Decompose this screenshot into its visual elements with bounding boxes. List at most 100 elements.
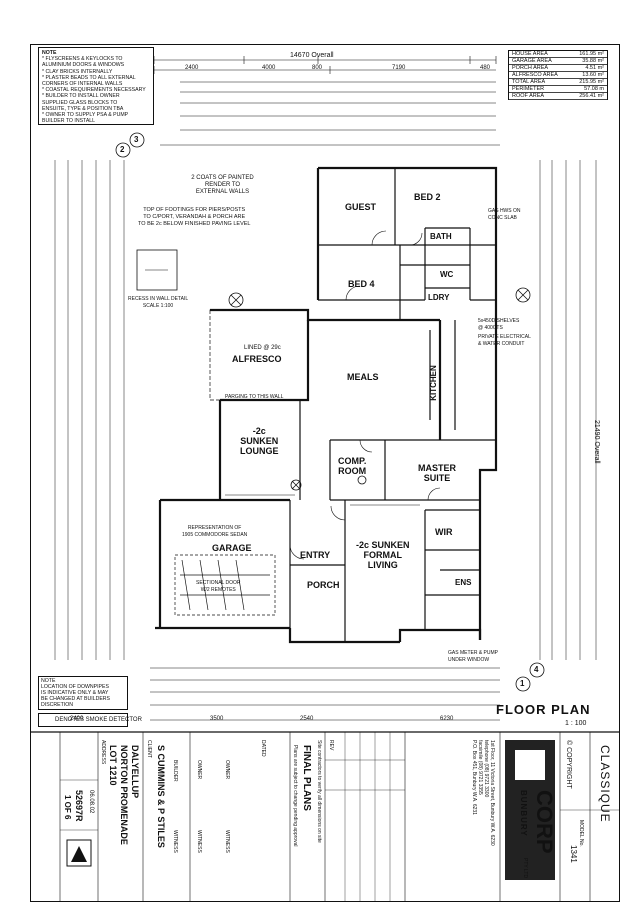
render-note-text: 2 COATS OF PAINTED RENDER TO EXTERNAL WA… <box>191 175 254 195</box>
tb-company-city: BUNBURY <box>519 790 528 837</box>
room-lounge: -2c SUNKEN LOUNGE <box>240 426 279 456</box>
recess-note: RECESS IN WALL DETAIL SCALE 1:100 <box>128 296 189 309</box>
tb-plans-note: Plans are subject to change pending appr… <box>292 745 298 847</box>
note-item: ENSUITE, TYPE & POSITION TBA <box>42 105 124 112</box>
sectional-door-note: SECTIONAL DOOR W/2 REMOTES <box>196 580 241 593</box>
tb-model: CLASSIQUE <box>598 745 612 823</box>
bottom-dim-value: 2540 <box>300 716 314 722</box>
area-value: 57.08 m <box>570 85 607 93</box>
note-item: BUILDER TO INSTALL <box>42 118 96 125</box>
area-label: PORCH AREA <box>509 64 571 72</box>
area-value: 13.60 m² <box>570 71 607 79</box>
tb-dated-label: DATED <box>260 740 266 757</box>
note-item: SUPPLIED GLASS BLOCKS TO <box>42 99 118 106</box>
top-dim-value: 480 <box>480 65 491 71</box>
top-dim-value: 7190 <box>392 65 406 71</box>
shelves-note: 5x450D SHELVES @ 400CTS <box>478 318 520 331</box>
note-item: * FLYSCREENS & KEYLOCKS TO <box>42 56 123 63</box>
gas-hws-note: GAS HWS ON CONC SLAB <box>488 208 521 221</box>
tb-final-plans: FINAL PLANS <box>301 745 312 811</box>
electrical-note: PRIVATE ELECTRICAL & WATER CONDUIT <box>478 334 531 347</box>
garage-rep-note: REPRESENTATION OF 1905 COMMODORE SEDAN <box>182 525 248 538</box>
area-value: 35.88 m² <box>570 57 607 65</box>
meter-note: GAS METER & PUMP UNDER WINDOW <box>448 650 499 663</box>
section-marker-2: 2 <box>120 145 125 154</box>
area-label: PERIMETER <box>509 85 571 93</box>
top-dim-value: 800 <box>312 65 323 71</box>
bottom-dim-value: 2400 <box>70 716 84 722</box>
area-label: ALFRESCO AREA <box>509 71 571 79</box>
note-item: * PLASTER BEADS TO ALL EXTERNAL <box>42 74 136 81</box>
tb-client: S CUMMINS & P STILES <box>156 745 166 848</box>
section-marker-4: 4 <box>534 665 539 674</box>
area-value: 161.95 m² <box>570 51 607 58</box>
note-item: ALUMINIUM DOORS & WINDOWS <box>42 62 125 69</box>
footings-note: TOP OF FOOTINGS FOR PIERS/POSTS TO C/POR… <box>138 207 251 227</box>
tb-job: 52697R <box>74 790 84 822</box>
room-kitchen: KITCHEN <box>428 365 438 401</box>
area-value: 4.51 m² <box>570 64 607 72</box>
render-note: 2 COATS OF PAINTED RENDER TO EXTERNAL WA… <box>170 175 275 199</box>
tb-date: 06.08.02 <box>88 790 94 814</box>
tb-model-no-label: MODEL No. <box>578 820 584 847</box>
tb-ptyltd: PTY LTD <box>522 858 528 879</box>
note-item: * CLAY BRICKS INTERNALLY <box>42 68 113 75</box>
section-marker-3: 3 <box>134 135 139 144</box>
downpipes-note-box: NOTE LOCATION OF DOWNPIPES IS INDICATIVE… <box>38 676 128 710</box>
top-dim-value: 4000 <box>262 65 276 71</box>
parging-note: PARGING TO THIS WALL <box>225 394 284 400</box>
tb-suburb: DALYELLUP <box>130 745 140 799</box>
tb-model-no: 1341 <box>569 845 578 863</box>
room-ens: ENS <box>455 578 472 587</box>
room-wc: WC <box>440 270 454 279</box>
tb-builder-label: BUILDER <box>172 760 178 782</box>
room-meals: MEALS <box>347 372 379 382</box>
section-marker-1: 1 <box>520 679 525 688</box>
room-alfresco: ALFRESCO <box>232 354 282 364</box>
downpipes-note: NOTE LOCATION OF DOWNPIPES IS INDICATIVE… <box>41 678 110 708</box>
smoke-legend-text: DENOTES SMOKE DETECTOR <box>55 717 142 723</box>
tb-owner-label-1: OWNER <box>196 760 202 780</box>
tb-sheet: 1 OF 6 <box>63 795 72 820</box>
top-dim-value: 2400 <box>185 65 199 71</box>
tb-lot: LOT 1210 <box>108 745 118 786</box>
area-label: GARAGE AREA <box>509 57 571 65</box>
note-item: * COASTAL REQUIREMENTS NECESSARY <box>42 87 146 94</box>
room-master: MASTER SUITE <box>418 463 456 483</box>
tb-rev-label: REV <box>328 740 334 751</box>
tb-witness-label-3: WITNESS <box>224 830 230 853</box>
area-value: 215.95 m² <box>570 78 607 86</box>
room-garage: GARAGE <box>212 543 252 553</box>
floor-plan-scale: 1 : 100 <box>565 720 587 727</box>
room-formal: -2c SUNKEN FORMAL LIVING <box>356 540 410 570</box>
tb-witness-label-2: WITNESS <box>196 830 202 853</box>
tb-company: CORP <box>532 790 557 854</box>
tb-witness-label-1: WITNESS <box>172 830 178 853</box>
tb-company-address: 1st Floor, 11 Victoria Street, Bunbury W… <box>471 740 495 846</box>
room-bed2: BED 2 <box>414 192 441 202</box>
tb-client-label: CLIENT <box>146 740 152 758</box>
area-label: TOTAL AREA <box>509 78 571 86</box>
tb-site-note: Site contractors to verify all dimension… <box>316 740 322 843</box>
note-item: * BUILDER TO INSTALL OWNER <box>42 93 120 100</box>
room-bed4: BED 4 <box>348 279 375 289</box>
overall-right-dim: 21490 Overall <box>593 420 600 464</box>
room-porch: PORCH <box>307 580 340 590</box>
room-bath: BATH <box>430 232 452 241</box>
note-item: CORNERS OF INTERNAL WALLS <box>42 81 123 88</box>
room-comp: COMP. ROOM <box>338 456 367 476</box>
overall-top-dim: 14670 Overall <box>290 52 334 59</box>
room-guest: GUEST <box>345 202 377 212</box>
area-label: ROOF AREA <box>509 92 571 100</box>
tb-owner-label-2: OWNER <box>224 760 230 780</box>
